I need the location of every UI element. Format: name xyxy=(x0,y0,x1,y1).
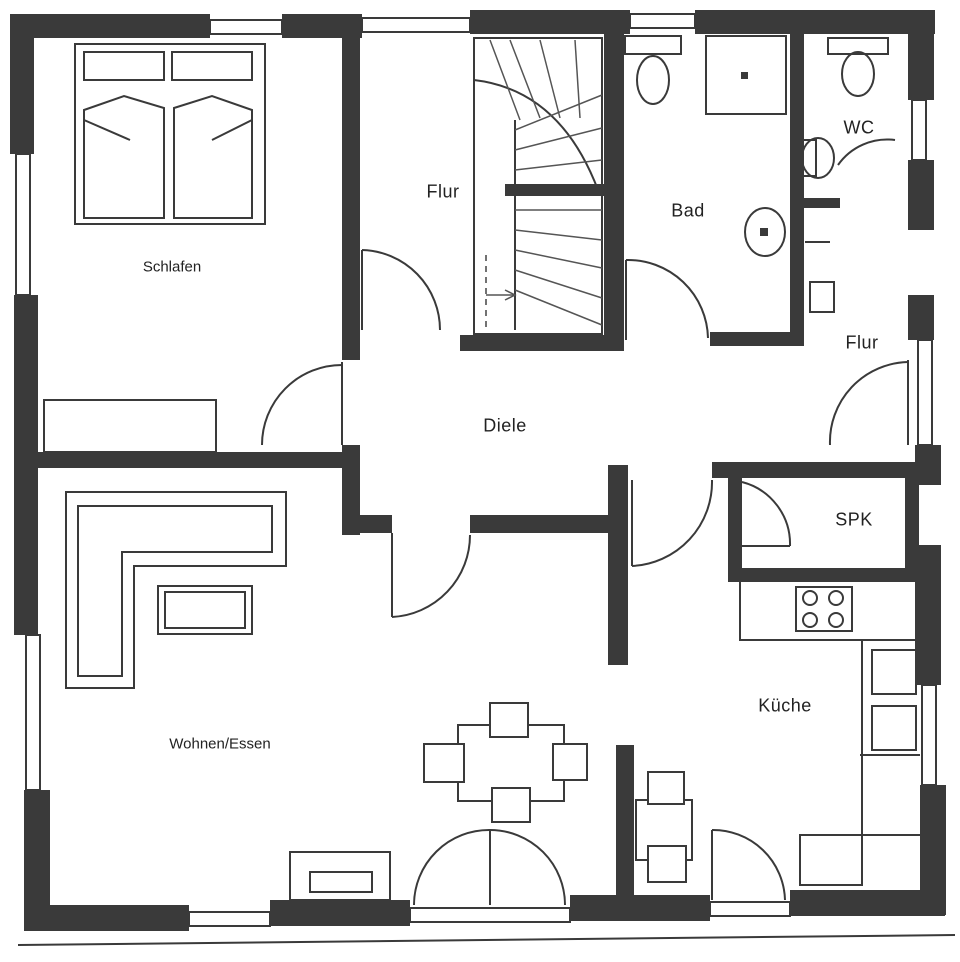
room-label-flur-right: Flur xyxy=(845,332,879,353)
doors xyxy=(261,138,909,909)
room-label-bad: Bad xyxy=(671,200,705,221)
room-label-spk: SPK xyxy=(835,509,873,530)
interior-walls xyxy=(38,30,922,895)
room-label-schlafen: Schlafen xyxy=(142,258,202,276)
room-label-wc: WC xyxy=(843,117,875,138)
room-label-flur-top: Flur xyxy=(426,181,460,202)
furniture xyxy=(43,35,920,901)
room-label-diele: Diele xyxy=(483,415,527,436)
room-label-kueche: Küche xyxy=(758,695,812,716)
staircase xyxy=(473,37,610,335)
outer-walls xyxy=(10,10,946,931)
windows xyxy=(15,13,956,946)
room-label-wohnen-essen: Wohnen/Essen xyxy=(169,735,271,753)
